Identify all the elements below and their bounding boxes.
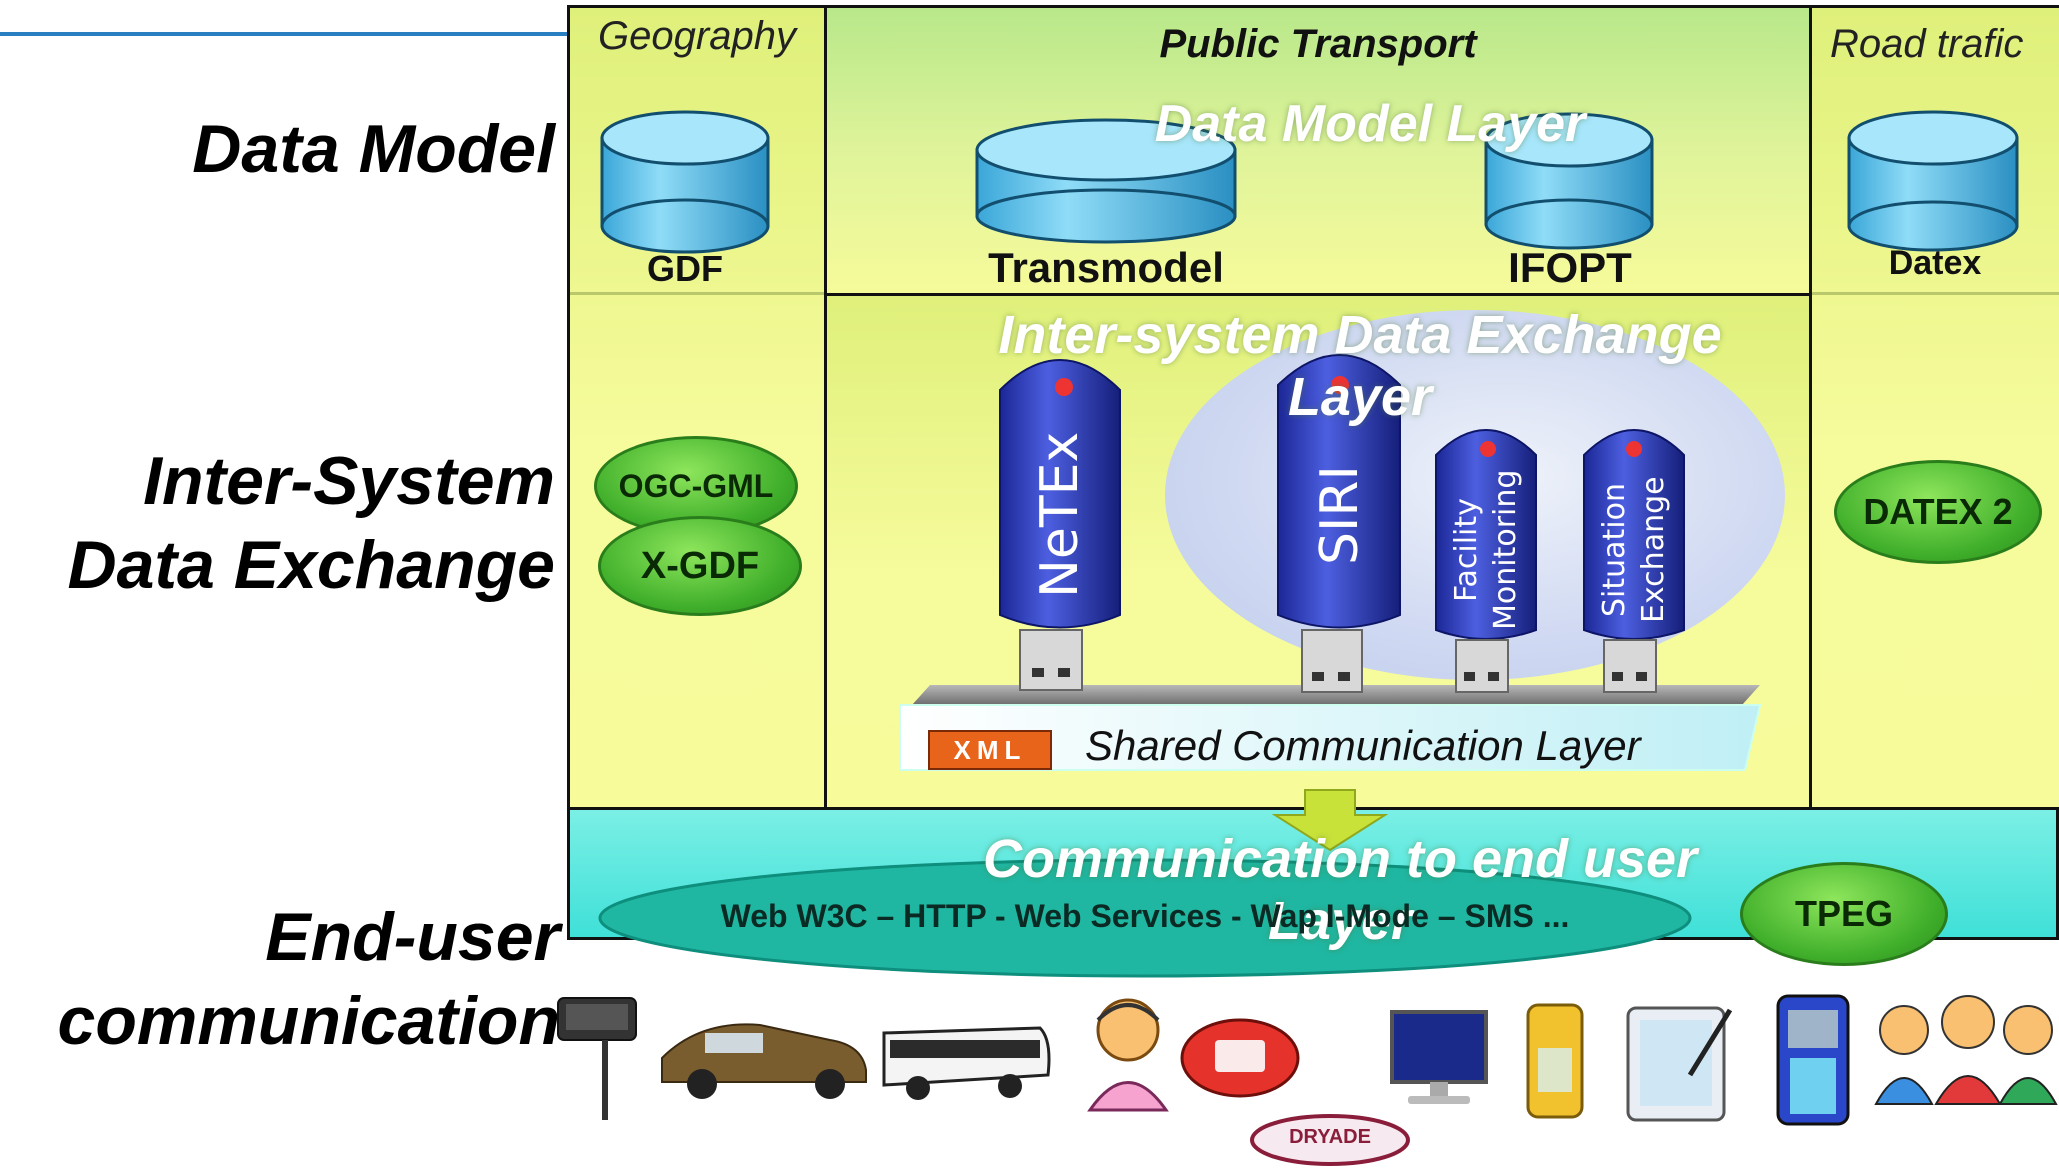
facility-label-line2: Monitoring	[1488, 469, 1523, 631]
ifopt-label: IFOPT	[1508, 244, 1632, 291]
public-transport-title: Public Transport	[1159, 22, 1477, 66]
monitor-icon	[1390, 1010, 1488, 1104]
data-model-layer-title: Data Model Layer	[1154, 95, 1586, 153]
siri-label: SIRI	[1310, 465, 1370, 565]
shared-communication-bar	[899, 704, 1762, 771]
down-arrow-icon	[1271, 789, 1389, 852]
usb-shelf	[912, 685, 1760, 705]
ifopt-database-icon	[1484, 112, 1654, 250]
netex-usb-icon	[999, 359, 1121, 691]
channels-label: Web W3C – HTTP - Web Services - Wap I-Mo…	[720, 898, 1570, 934]
xml-badge: XML	[928, 730, 1052, 770]
row-label-end-user: End-user communication	[0, 898, 561, 1068]
dryade-logo	[1250, 1114, 1410, 1166]
data-model-label: Data Model	[192, 111, 555, 187]
inter-system-label-line2: Data Exchange	[67, 527, 555, 603]
netex-label: NeTEx	[1030, 431, 1090, 599]
facility-monitoring-label: Monitoring Facility	[1438, 460, 1534, 640]
situation-label-line2: Exchange	[1636, 476, 1671, 624]
channels-ellipse	[598, 858, 1692, 978]
x-gdf-badge: X-GDF	[598, 516, 802, 616]
people-group-icon	[1874, 995, 2058, 1105]
datex-database-icon	[1847, 110, 2019, 252]
row-label-data-model: Data Model	[0, 110, 555, 190]
gdf-label: GDF	[647, 248, 723, 289]
inter-system-label-line1: Inter-System	[143, 443, 555, 519]
road-divider	[1812, 292, 2059, 295]
gps-device-icon	[1526, 1003, 1584, 1119]
siri-usb-icon	[1277, 354, 1401, 693]
datex-label: Datex	[1888, 244, 1982, 282]
dryade-logo-text: DRYADE	[1289, 1126, 1371, 1148]
telephone-icon	[1180, 1018, 1300, 1098]
geography-title: Geography	[598, 14, 796, 58]
facility-monitoring-usb-icon	[1435, 429, 1537, 693]
tpeg-badge: TPEG	[1740, 862, 1948, 966]
datex2-badge: DATEX 2	[1834, 460, 2042, 564]
row-label-inter-system: Inter-System Data Exchange	[0, 442, 555, 612]
geography-divider	[570, 292, 824, 295]
shared-communication-label: Shared Communication Layer	[1085, 722, 1641, 769]
situation-label-line1: Situation	[1597, 483, 1632, 618]
situation-exchange-usb-icon	[1583, 429, 1685, 693]
end-user-layer-title: Communication to end user Layer	[982, 829, 1698, 951]
end-user-label-line2: communication	[57, 983, 561, 1059]
road-traffic-title: Road trafic	[1830, 22, 2024, 66]
transmodel-label: Transmodel	[988, 244, 1224, 291]
situation-exchange-label: Exchange Situation	[1586, 460, 1682, 640]
call-center-operator-icon	[1087, 998, 1169, 1112]
bus-icon	[882, 1026, 1051, 1100]
transmodel-database-icon	[975, 118, 1237, 244]
bus-stop-display-icon	[557, 997, 637, 1120]
end-user-label-line1: End-user	[265, 899, 560, 975]
car-icon	[661, 1023, 867, 1099]
header-rule	[0, 32, 570, 36]
mobile-phone-icon	[1776, 994, 1850, 1126]
facility-label-line1: Facility	[1449, 498, 1484, 602]
gdf-database-icon	[600, 110, 770, 254]
tablet-icon	[1626, 1006, 1733, 1122]
inter-system-layer-title: Inter-system Data Exchange Layer	[998, 305, 1722, 427]
